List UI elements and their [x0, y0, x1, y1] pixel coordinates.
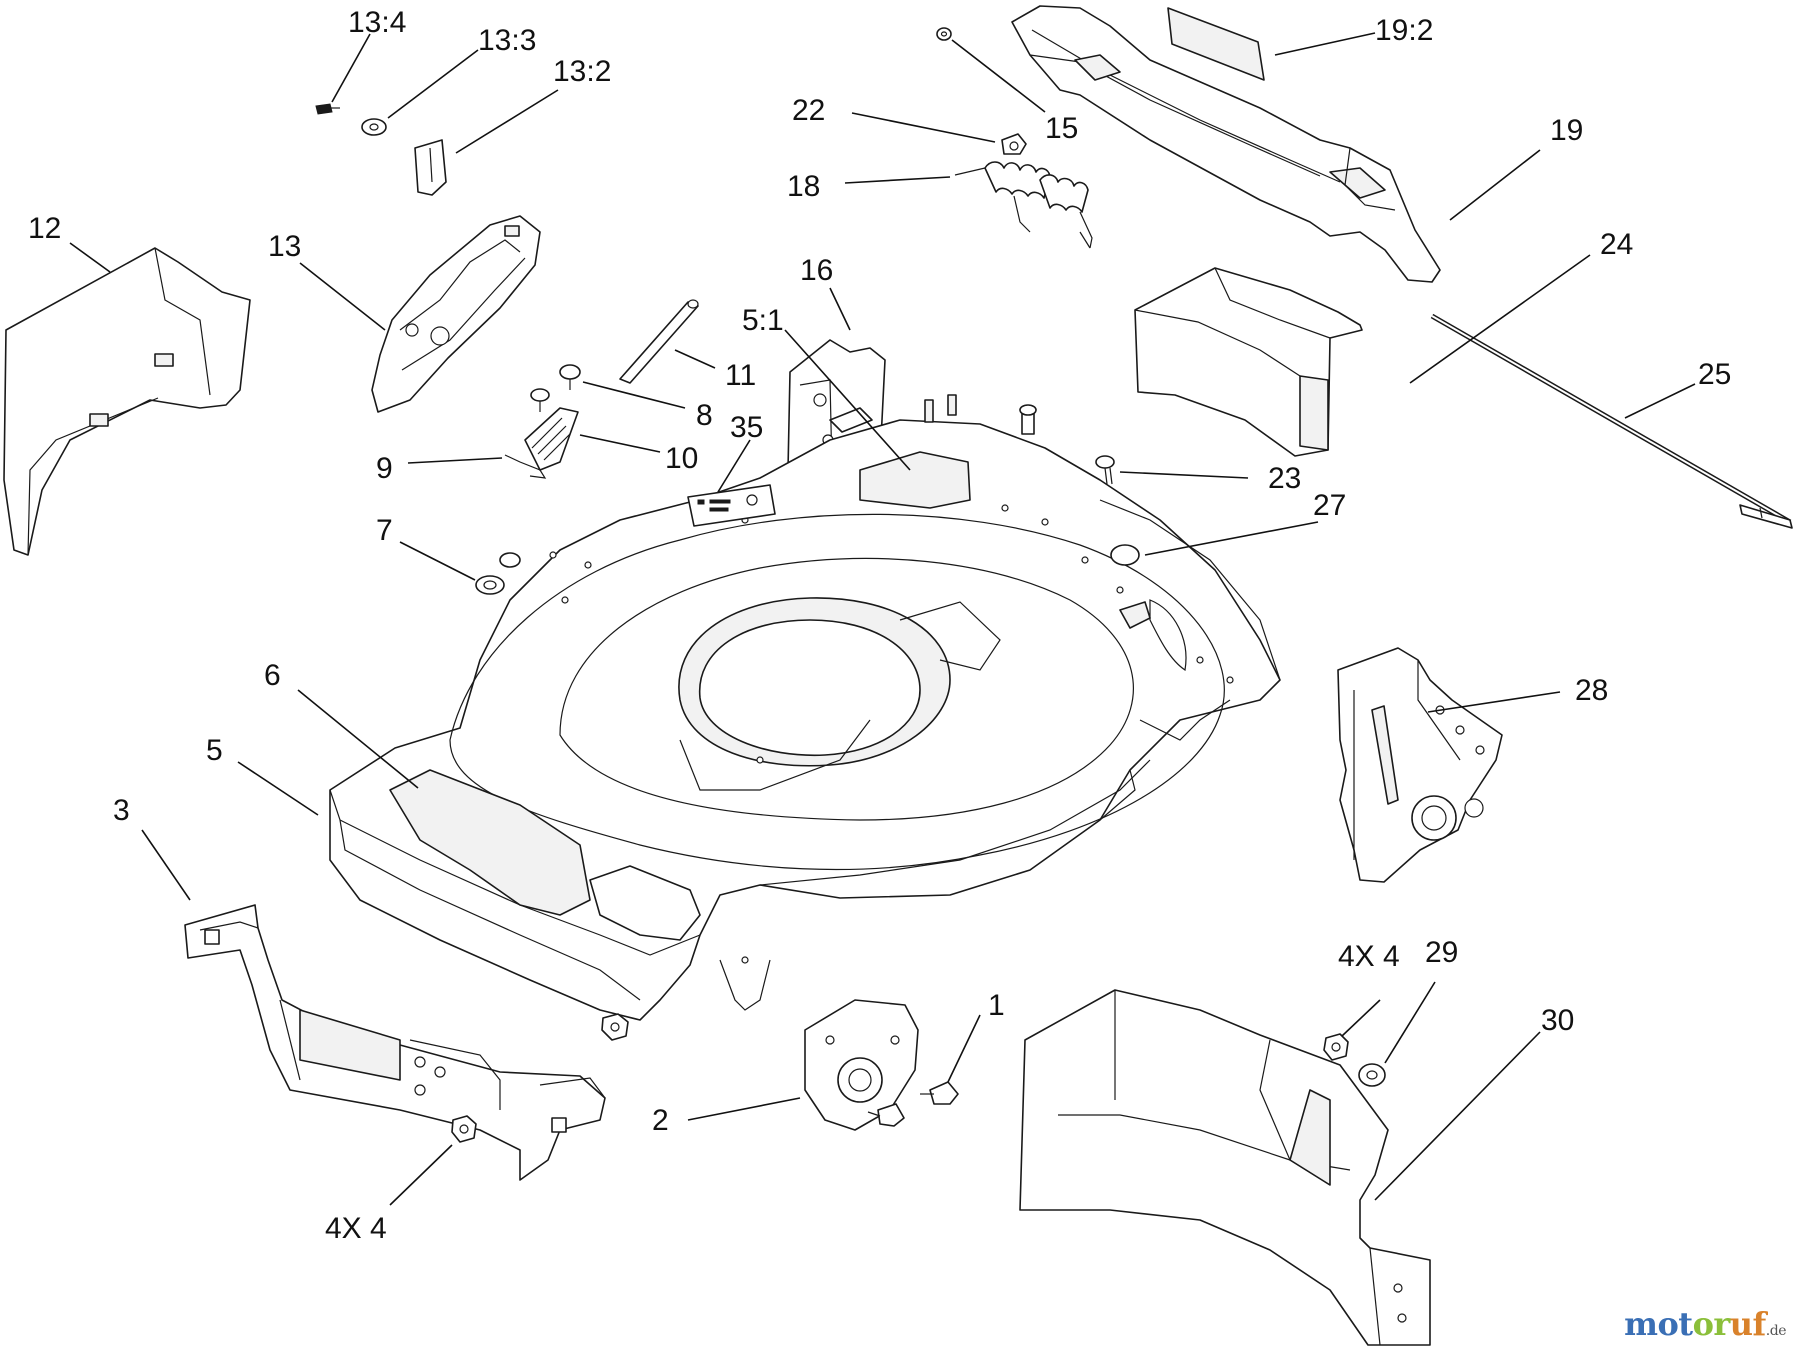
callout-9: 9: [376, 452, 393, 485]
callout-19-2: 19:2: [1375, 14, 1433, 47]
motoruf-logo: motoruf.de: [1624, 1305, 1786, 1343]
part-24-rear-guard: [1134, 267, 1363, 457]
part-29-washer: [1358, 1063, 1386, 1087]
part-13-4-screw: [315, 103, 340, 115]
part-9-wire: [504, 454, 547, 479]
callout-8: 8: [696, 399, 713, 432]
part-4-nuts-left: [451, 1013, 629, 1143]
callout-24: 24: [1600, 228, 1633, 261]
part-13-3-washer: [361, 118, 387, 136]
callout-27: 27: [1313, 489, 1346, 522]
callout-1: 1: [988, 989, 1005, 1022]
callout-6: 6: [264, 659, 281, 692]
part-2-wheel-plate: [804, 999, 919, 1131]
callout-13: 13: [268, 230, 301, 263]
logo-part-2: or: [1692, 1305, 1731, 1343]
part-4-nut-right: [1323, 1033, 1349, 1061]
callout-29: 29: [1425, 936, 1458, 969]
callout-28: 28: [1575, 674, 1608, 707]
callout-13-3: 13:3: [478, 24, 536, 57]
callout-4x4-left: 4X 4: [325, 1212, 387, 1245]
part-8-rivets: [530, 364, 581, 412]
part-19-2-decal: [1167, 7, 1265, 81]
part-19-rear-cover: [1011, 5, 1441, 283]
part-12-rear-flap: [3, 247, 251, 556]
part-30-discharge-chute: [1019, 989, 1431, 1346]
part-11-pin: [619, 299, 699, 384]
callout-19: 19: [1550, 114, 1583, 147]
part-22-bolt: [1001, 133, 1027, 155]
part-3-front-axle: [184, 904, 606, 1181]
callout-15: 15: [1045, 112, 1078, 145]
part-10-latch-spring: [524, 407, 579, 471]
callout-3: 3: [113, 794, 130, 827]
part-23-bolt: [1019, 404, 1115, 485]
callout-5-1: 5:1: [742, 304, 784, 337]
part-28-height-plate: [1337, 647, 1503, 883]
callout-11: 11: [725, 359, 756, 392]
callout-5: 5: [206, 734, 223, 767]
callout-labels: 13:4 13:3 13:2 12 13 22 15 18 19:2 19 24…: [28, 6, 1731, 1245]
leader-lines: [69, 32, 1696, 1206]
callout-10: 10: [665, 442, 698, 475]
part-35-decal: [687, 484, 776, 527]
part-7-grommet: [475, 552, 521, 595]
callout-30: 30: [1541, 1004, 1574, 1037]
logo-tld: .de: [1765, 1323, 1787, 1339]
part-27-plug: [1110, 544, 1151, 629]
part-5-1-deck-insert: [859, 451, 971, 509]
callout-2: 2: [652, 1104, 669, 1137]
callout-4x4-right: 4X 4: [1338, 940, 1400, 973]
callout-13-4: 13:4: [348, 6, 406, 39]
logo-part-3: uf: [1729, 1305, 1767, 1343]
part-13-2-clip: [414, 139, 447, 196]
part-13-pivot-bracket: [371, 215, 541, 413]
part-18-torsion-spring: [954, 161, 1093, 249]
part-5-mower-deck: [329, 394, 1281, 1021]
callout-23: 23: [1268, 462, 1301, 495]
part-1-bolts: [867, 1081, 959, 1127]
callout-18: 18: [787, 170, 820, 203]
callout-16: 16: [800, 254, 833, 287]
logo-part-1: mot: [1624, 1305, 1693, 1343]
callout-25: 25: [1698, 358, 1731, 391]
callout-13-2: 13:2: [553, 55, 611, 88]
callout-22: 22: [792, 94, 825, 127]
part-25-rod: [1430, 313, 1793, 529]
callout-7: 7: [376, 514, 393, 547]
callout-35: 35: [730, 411, 763, 444]
callout-12: 12: [28, 212, 61, 245]
part-15-nut: [936, 27, 952, 41]
